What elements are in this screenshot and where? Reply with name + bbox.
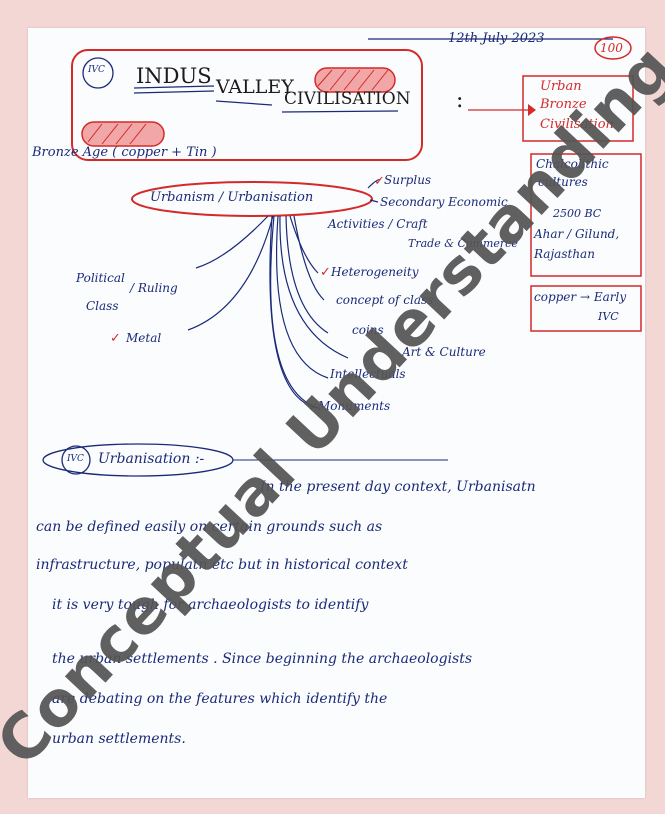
mindmap-art-culture: Art & Culture	[402, 345, 486, 359]
side-note-civilisation: Civilisation	[540, 117, 614, 132]
paragraph-line-7: urban settlements.	[52, 731, 186, 747]
side-note-sites: Ahar / Gilund,	[534, 227, 620, 241]
side-note-cultures: cultures	[538, 175, 588, 189]
title-box	[71, 49, 423, 161]
date-label: 12th July 2023	[448, 31, 545, 46]
mindmap-monuments: Monuments	[318, 399, 391, 413]
mindmap-trade-commerce: Trade & Commerce	[408, 237, 518, 250]
check-mark-icon: ✓	[308, 400, 319, 415]
side-note-urban: Urban	[540, 79, 582, 94]
paragraph-line-6: are debating on the features which ident…	[52, 691, 388, 707]
notebook-page: 12th July 2023 100 IVC INDUS VALLEY CIVI…	[28, 28, 645, 798]
side-note-chalcolithic: Chalcolithic	[536, 157, 609, 171]
check-mark-icon: ✓	[374, 174, 385, 189]
bronze-age-line: Bronze Age ( copper + Tin )	[32, 145, 217, 160]
paragraph-line-3: infrastructure, populatn etc but in hist…	[36, 557, 408, 573]
title-hatch-left	[81, 121, 165, 147]
title-colon: :	[456, 88, 464, 113]
page-number: 100	[600, 41, 623, 55]
mindmap-coins: coins	[352, 323, 384, 337]
mindmap-left-political: Political	[76, 271, 125, 285]
mindmap-concept-of-class: concept of class	[336, 293, 434, 307]
check-mark-icon: ✓	[320, 265, 331, 280]
mindmap-left-ruling: / Ruling	[130, 281, 178, 295]
title-word-civilisation: CIVILISATION	[284, 89, 411, 109]
side-note-ivc: IVC	[598, 310, 619, 323]
side-note-copper: copper → Early	[534, 290, 627, 304]
section-mark: IVC	[67, 454, 84, 464]
side-note-date-bc: 2500 BC	[553, 207, 602, 220]
side-note-bronze: Bronze	[540, 97, 587, 112]
mindmap-surplus: Surplus	[384, 173, 432, 187]
section-heading: Urbanisation :-	[98, 451, 205, 467]
title-mark: IVC	[88, 65, 105, 75]
mindmap-left-metal: Metal	[126, 331, 162, 345]
mindmap-intellectuals: Intellectuals	[330, 367, 406, 381]
mindmap-left-class: Class	[86, 299, 119, 313]
paragraph-line-4: it is very tough for archaeologists to i…	[52, 597, 369, 613]
title-word-valley: VALLEY	[216, 76, 294, 98]
mindmap-heterogeneity: Heterogeneity	[331, 265, 419, 279]
mindmap-center: Urbanism / Urbanisation	[150, 190, 314, 205]
paragraph-line-2: can be defined easily on certain grounds…	[36, 519, 383, 535]
mindmap-activities-craft: Activities / Craft	[328, 217, 428, 231]
check-mark-icon: ✓	[110, 331, 121, 346]
center-node-oval	[131, 181, 373, 217]
side-note-rajasthan: Rajasthan	[534, 247, 595, 261]
mindmap-secondary-economic: Secondary Economic	[380, 195, 508, 209]
sketch-lines	[42, 36, 642, 477]
title-word-indus: INDUS	[136, 64, 212, 88]
paragraph-line-1: In the present day context, Urbanisatn	[260, 479, 536, 495]
paragraph-line-5: the urban settlements . Since beginning …	[52, 651, 473, 667]
